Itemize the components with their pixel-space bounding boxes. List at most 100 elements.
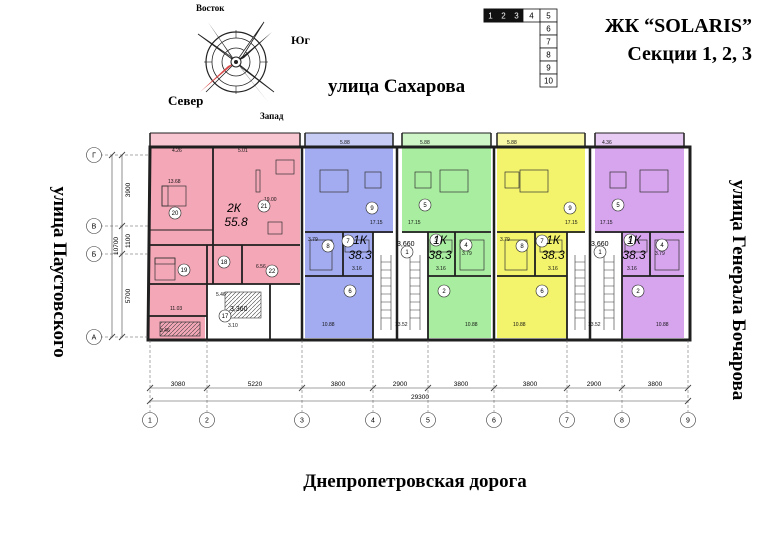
svg-text:3.79: 3.79 [462,251,472,257]
dimension-labels-left: 3900 1100 5700 10700 [113,182,132,303]
room-no-22: 22 [265,264,279,278]
svg-text:18: 18 [221,260,228,266]
compass-rose [197,21,275,102]
street-right: улица Генерала Бочарова [728,180,749,401]
dim-bottom-total: 29300 [411,394,429,401]
svg-text:3.79: 3.79 [500,237,510,243]
apt-pink-type: 2К [226,201,242,215]
svg-text:8: 8 [520,244,524,250]
floor-cell-6[interactable]: 6 [539,21,558,36]
floor-cell-2[interactable]: 2 [496,8,511,23]
svg-text:13.52: 13.52 [395,322,408,328]
room-no-violet-5: 5 [611,198,625,212]
svg-text:1: 1 [598,250,602,256]
svg-text:Б: Б [92,252,97,259]
svg-text:3.10: 3.10 [228,323,238,329]
svg-text:7: 7 [546,38,551,47]
svg-text:21: 21 [261,204,268,210]
svg-text:6: 6 [348,289,352,295]
svg-text:3.79: 3.79 [308,237,318,243]
svg-text:17.15: 17.15 [600,220,613,226]
room-no-green-4: 4 [459,238,473,252]
floor-cell-1[interactable]: 1 [483,8,498,23]
svg-text:3.16: 3.16 [436,266,446,272]
svg-text:3.16: 3.16 [627,266,637,272]
svg-text:5: 5 [426,418,430,425]
svg-text:В: В [92,224,97,231]
room-no-21: 21 [257,199,271,213]
floor-cell-3[interactable]: 3 [509,8,524,23]
apt-violet-area: 38.3 [622,248,646,262]
svg-text:5.46: 5.46 [216,292,226,298]
axis-number-bubbles: 1 2 3 4 5 6 7 8 9 [142,412,696,428]
svg-text:20: 20 [172,211,179,217]
svg-text:19.00: 19.00 [264,197,277,203]
svg-text:9: 9 [546,64,551,73]
room-no-20: 20 [168,206,182,220]
svg-text:6: 6 [492,418,496,425]
room-no-yellow-6: 6 [535,284,549,298]
dim-bottom-3: 3800 [331,381,346,388]
axis-B: Б [86,246,102,262]
stair-level-1: 3,360 [230,306,248,313]
compass-west-label: Запад [260,111,284,121]
svg-text:4: 4 [371,418,375,425]
svg-text:9: 9 [686,418,690,425]
floor-cell-10[interactable]: 10 [539,73,558,88]
dimension-labels-bottom: 3080 5220 3800 2900 3800 3800 2900 3800 … [171,381,663,401]
floor-cell-8[interactable]: 8 [539,47,558,62]
apt-green-area: 38.3 [428,248,452,262]
staircase [224,255,615,330]
svg-text:5: 5 [546,12,551,21]
building-walls [146,132,692,342]
room-no-violet-2: 2 [631,284,645,298]
compass-north-label: Север [168,93,203,108]
floor-cell-5[interactable]: 5 [539,8,558,23]
stair-level-2: 3,660 [397,241,415,248]
svg-text:10.88: 10.88 [656,322,669,328]
svg-text:13.52: 13.52 [588,322,601,328]
svg-text:3.46: 3.46 [160,328,170,334]
svg-text:8: 8 [326,244,330,250]
axis-letter-bubbles: Г В Б А [86,147,102,345]
svg-text:2: 2 [205,418,209,425]
compass-south-label: Юг [291,33,311,47]
room-labels: 4.26 5.01 13.68 19.00 11.03 5.46 6.56 3.… [160,140,669,334]
svg-text:19: 19 [181,268,188,274]
apt-green-type: 1К [433,233,448,247]
axis-6: 6 [486,412,502,428]
stair-level-3: 3,660 [591,241,609,248]
svg-text:3.16: 3.16 [352,266,362,272]
svg-text:1: 1 [488,12,493,21]
svg-text:6.56: 6.56 [256,264,266,270]
room-no-18: 18 [217,255,231,269]
dim-left-2: 1100 [125,234,132,248]
floor-cell-9[interactable]: 9 [539,60,558,75]
svg-text:2: 2 [442,289,446,295]
svg-text:3.79: 3.79 [655,251,665,257]
dim-bottom-7: 2900 [587,381,602,388]
svg-text:3: 3 [628,238,632,244]
svg-text:5.88: 5.88 [420,140,430,146]
axis-2: 2 [199,412,215,428]
svg-text:10.88: 10.88 [322,322,335,328]
floor-cell-4[interactable]: 4 [522,8,541,23]
svg-text:2: 2 [636,289,640,295]
svg-text:Г: Г [92,153,96,160]
room-no-yellow-7: 7 [535,234,549,248]
floor-cell-7[interactable]: 7 [539,34,558,49]
svg-text:8: 8 [546,51,551,60]
room-no-green-2: 2 [437,284,451,298]
room-no-blue-6: 6 [343,284,357,298]
street-bottom: Днепропетровская дорога [303,471,527,492]
axis-1: 1 [142,412,158,428]
svg-text:10.88: 10.88 [513,322,526,328]
street-left: улица Паустовского [49,186,70,357]
apt-yellow-area: 38.3 [541,248,565,262]
dim-bottom-1: 3080 [171,381,186,388]
svg-text:4.26: 4.26 [172,148,182,154]
axis-4: 4 [365,412,381,428]
room-no-17: 17 [218,309,232,323]
svg-text:4: 4 [660,243,664,249]
svg-text:5.88: 5.88 [507,140,517,146]
